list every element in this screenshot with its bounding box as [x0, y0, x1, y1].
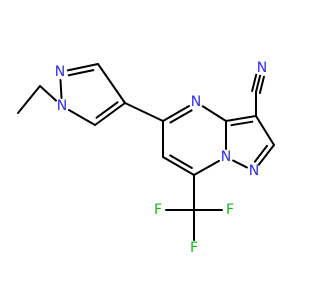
- bond-c3-c3a: [225, 115, 257, 122]
- bond-c_cn-n_cn: [255, 79, 260, 93]
- bond-c4p-c5p: [94, 102, 126, 126]
- bond-n8-n1: [232, 159, 248, 169]
- bond-c7-c6-inner: [169, 154, 193, 169]
- bond-c5-n4-inner: [169, 114, 183, 124]
- bond-c_cn-n_cn-side: [254, 73, 258, 81]
- bond-c5-n4: [178, 104, 191, 113]
- bond-c5-n4-inner: [180, 109, 193, 117]
- atom-label-n8: N: [221, 149, 231, 165]
- bond-n1-c2: [263, 144, 275, 159]
- bond-c_et-n1p: [39, 85, 52, 97]
- bond-c3p-c4p: [97, 63, 126, 104]
- bond-n1-c2-inner: [259, 144, 269, 156]
- atom-label-n1: N: [249, 163, 259, 179]
- bond-c4p-c5: [124, 102, 164, 122]
- bond-layer: [17, 63, 275, 241]
- bond-n1-c2: [257, 157, 265, 166]
- bond-n4-c3a: [201, 105, 212, 113]
- bond-n1p-n2p: [59, 78, 63, 100]
- bond-n2p-c3p: [66, 67, 80, 72]
- bond-n2p-c3p-inner: [79, 69, 95, 74]
- bond-c4p-c5p-inner: [95, 101, 119, 119]
- atom-label-n4: N: [191, 94, 201, 110]
- atom-label-f3: F: [190, 240, 198, 256]
- bond-c_cn-n_cn-side: [261, 75, 265, 82]
- atom-label-layer: N N N N N N F F F: [55, 60, 267, 256]
- bond-c_cn-n_cn: [258, 74, 262, 81]
- bond-c_et-n1p: [50, 95, 58, 102]
- bond-c3-c3a-inner: [230, 120, 254, 127]
- atom-label-f2: F: [226, 202, 234, 218]
- bond-n8-c7: [209, 159, 221, 167]
- atom-label-f1: F: [154, 202, 162, 218]
- bond-c_cn-n_cn-side: [251, 78, 257, 93]
- bond-n4-c3a: [210, 110, 227, 122]
- bond-c_cn-n_cn-side: [258, 79, 264, 94]
- bond-c5p-n1p: [77, 114, 96, 126]
- atom-label-n2p: N: [55, 64, 65, 80]
- bond-n2p-c3p-inner: [67, 71, 82, 77]
- bond-n1-c2-inner: [253, 153, 262, 163]
- bond-c_me-c_et: [17, 85, 41, 114]
- bond-c5-n4: [162, 110, 181, 122]
- bond-c2-c3: [255, 115, 275, 146]
- atom-label-n1p: N: [57, 98, 67, 114]
- bond-c5p-n1p: [67, 108, 80, 117]
- molecule-structure-diagram: N N N N N N F F F: [17, 60, 275, 256]
- bond-n8-c7: [193, 165, 211, 176]
- bond-n2p-c3p: [78, 63, 99, 69]
- bond-c7-c6: [162, 156, 195, 176]
- atom-label-n_cn: N: [257, 60, 267, 76]
